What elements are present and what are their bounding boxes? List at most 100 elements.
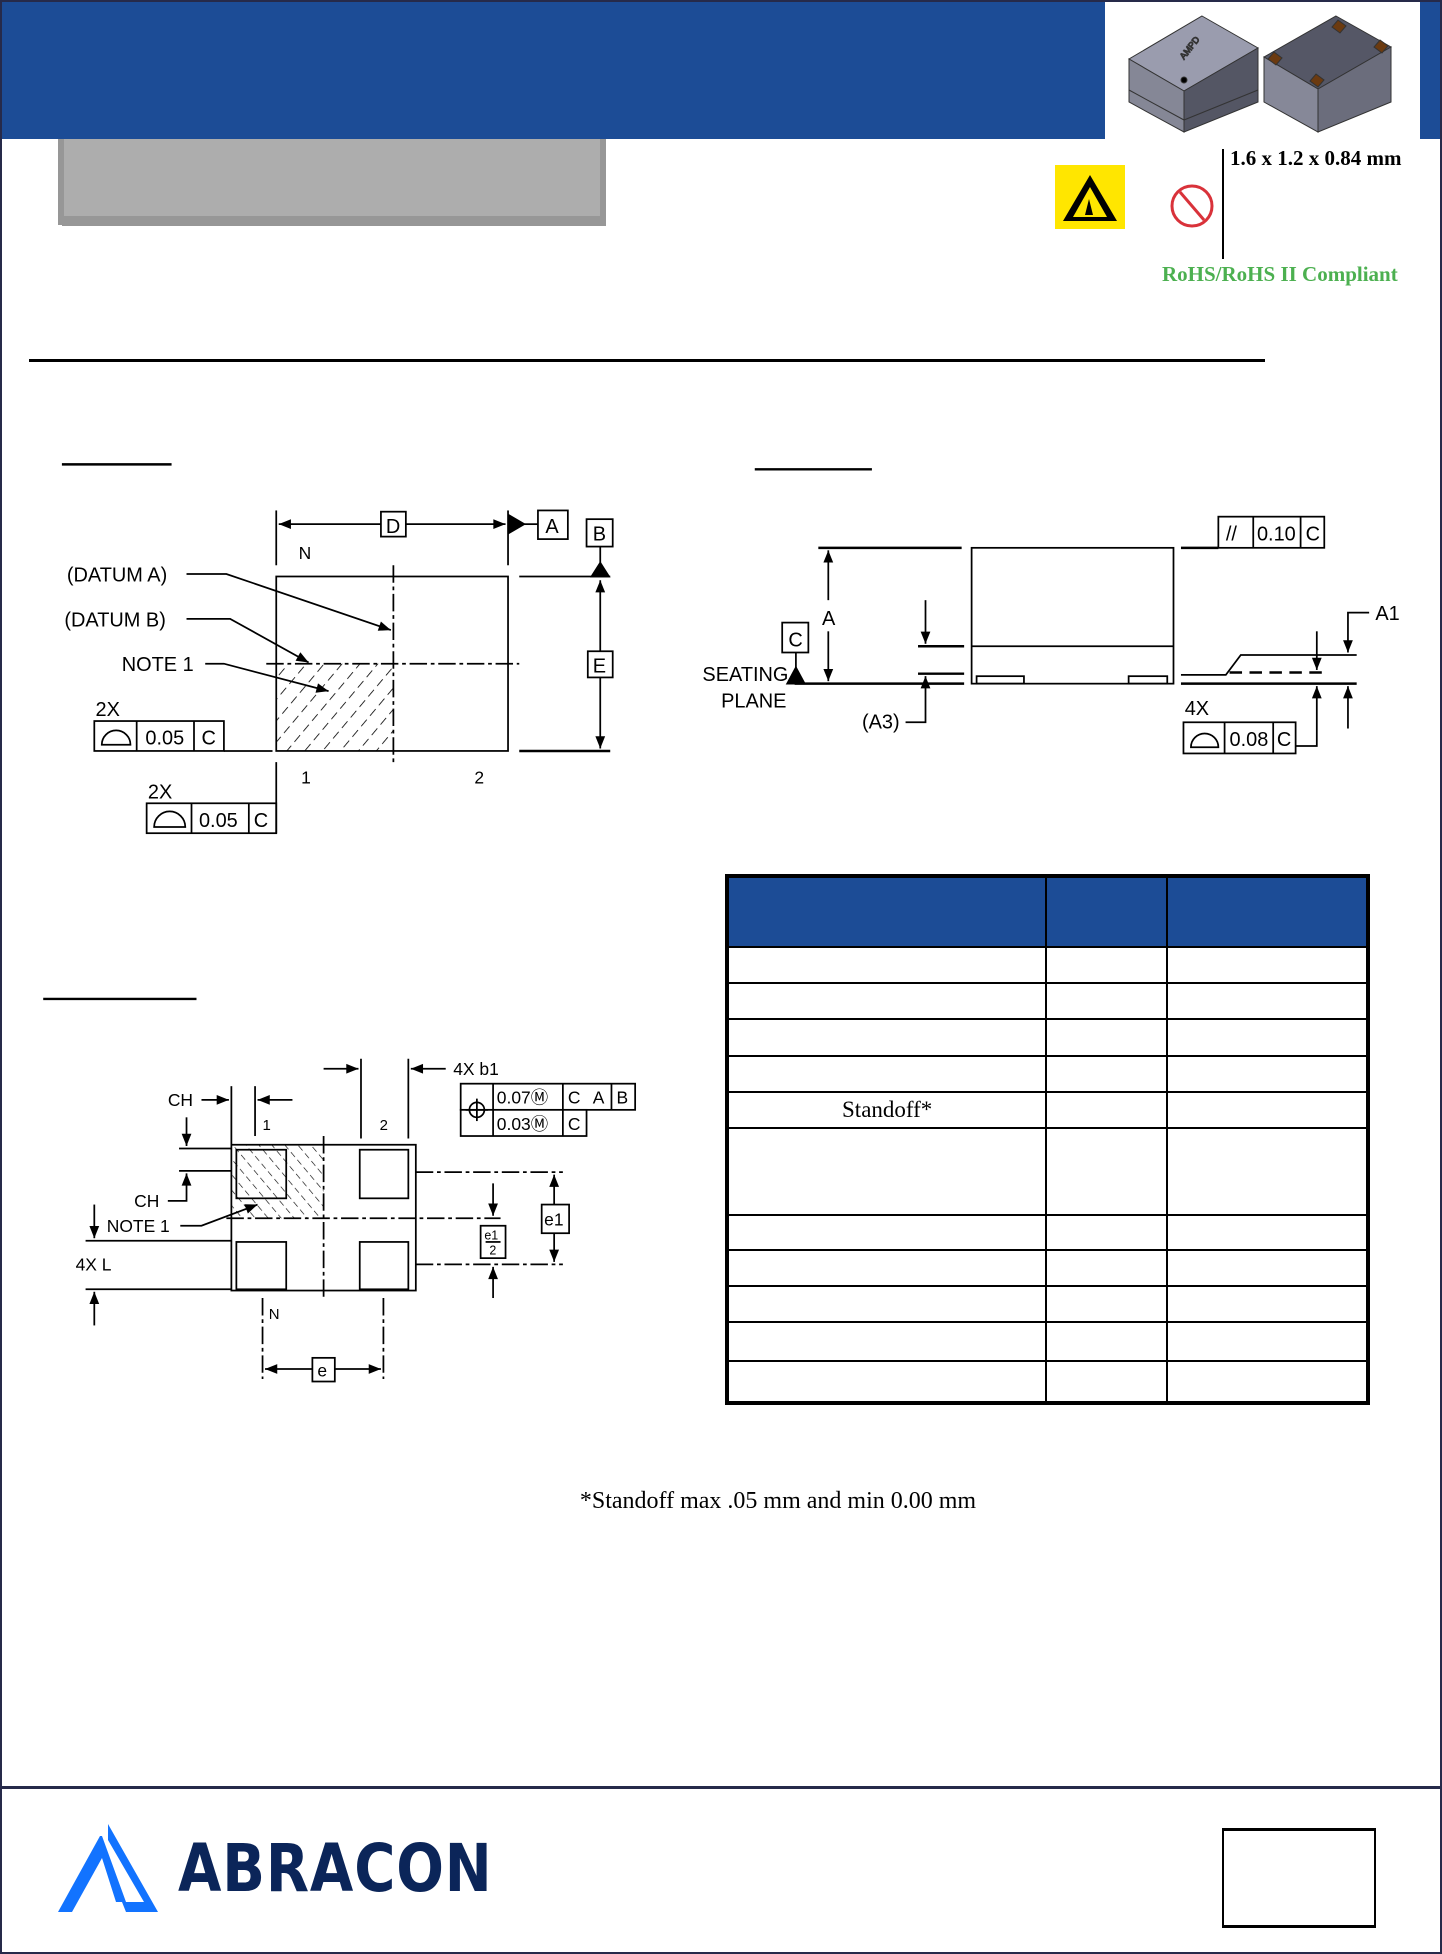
table-cell: Standoff* [725, 1091, 1048, 1129]
table-row [725, 1214, 1369, 1251]
dim-e1-half-num: e1 [484, 1228, 498, 1242]
table-header-cell [725, 875, 1048, 948]
table-cell [1045, 1127, 1169, 1216]
table-cell [1045, 1018, 1169, 1057]
table-row [725, 1018, 1369, 1057]
fcf2-count: 2X [148, 781, 172, 803]
n-bottom-label: N [269, 1306, 280, 1323]
table-cell [1166, 1127, 1369, 1216]
pos-datum-2c: C [568, 1114, 581, 1134]
table-cell [725, 1214, 1048, 1251]
pos-tol-2: 0.03Ⓜ [497, 1114, 548, 1134]
fcf1-datum: C [201, 728, 215, 750]
pad2-label: 2 [380, 1117, 388, 1134]
bottom-view [85, 1058, 637, 1383]
table-cell [725, 1285, 1048, 1323]
table-row [725, 982, 1369, 1020]
dim-d-label: D [386, 516, 400, 538]
pin1-label: 1 [301, 767, 311, 787]
ch-top-label: CH [168, 1090, 193, 1110]
datum-b-box: B [593, 523, 606, 545]
table-cell [1166, 946, 1369, 984]
pin2-label: 2 [474, 767, 484, 787]
table-cell [725, 1018, 1048, 1057]
section-rule [29, 359, 1265, 362]
header-banner-strip [1420, 2, 1440, 139]
fcf2-datum: C [254, 810, 268, 832]
seating-label: SEATING [702, 664, 788, 686]
ch-left-label: CH [134, 1191, 159, 1211]
table-cell [725, 1127, 1048, 1216]
table-row [725, 1285, 1369, 1323]
table-cell [725, 946, 1048, 984]
plane-label: PLANE [721, 690, 786, 712]
rohs-compliance: RoHS/RoHS II Compliant [1162, 262, 1398, 286]
standoff-footnote: *Standoff max .05 mm and min 0.00 mm [579, 1488, 977, 1514]
table-cell [1045, 1321, 1169, 1362]
table-row-standoff: Standoff* [725, 1091, 1369, 1129]
table-cell [1166, 982, 1369, 1020]
dim-e-label: E [593, 655, 606, 677]
coplanarity-tol: 0.08 [1230, 729, 1269, 751]
dim-e-pitch-label: e [317, 1361, 327, 1381]
parallel-symbol: // [1226, 523, 1238, 545]
coplanarity-datum: C [1277, 729, 1291, 751]
pos-tol-1: 0.07Ⓜ [497, 1088, 548, 1108]
title-box-shadow [62, 216, 606, 226]
datum-a-label: (DATUM A) [67, 564, 167, 586]
top-view [93, 509, 614, 835]
dim-a-label: A [822, 608, 836, 630]
table-cell [1045, 1249, 1169, 1287]
pos-datum-1b: B [616, 1088, 628, 1108]
table-cell [1045, 1091, 1169, 1129]
fcf1-count: 2X [96, 699, 120, 721]
table-cell [1045, 946, 1169, 984]
page-number-box [1222, 1828, 1376, 1928]
abracon-logo-icon [58, 1824, 158, 1912]
table-header-cell [1045, 875, 1169, 948]
table-cell [725, 1249, 1048, 1287]
dim-l-label: 4X L [76, 1255, 112, 1275]
pos-datum-1c: C [568, 1088, 581, 1108]
note1-bottom-label: NOTE 1 [107, 1216, 170, 1236]
product-image: AMPD [1128, 15, 1393, 133]
table-cell [1166, 1091, 1369, 1129]
package-dimensions: 1.6 x 1.2 x 0.84 mm [1230, 146, 1402, 170]
package-bottom-render [1263, 15, 1393, 133]
fcf2-tol: 0.05 [199, 810, 238, 832]
table-cell [1045, 1055, 1169, 1093]
coplanarity-count: 4X [1185, 698, 1209, 720]
dimensions-table: Standoff* [725, 874, 1370, 1405]
note1-label: NOTE 1 [122, 654, 194, 676]
table-cell [725, 1321, 1048, 1362]
abracon-logo-text: ABRACON [178, 1830, 493, 1907]
header-divider [1222, 149, 1224, 259]
footer-rule [2, 1786, 1440, 1789]
table-header-cell [1166, 875, 1369, 948]
table-row [725, 1249, 1369, 1287]
n-label: N [299, 543, 312, 563]
esd-warning-icon [1055, 165, 1125, 229]
table-row [725, 1360, 1369, 1404]
table-cell [725, 1360, 1048, 1404]
datum-a-box: A [545, 516, 559, 538]
dim-a1-label: A1 [1375, 603, 1399, 625]
table-cell [1166, 1055, 1369, 1093]
pos-datum-1a: A [593, 1088, 605, 1108]
table-header-row [725, 875, 1369, 948]
dim-b1-label: 4X b1 [453, 1059, 499, 1079]
table-cell [725, 1055, 1048, 1093]
table-cell [1045, 1214, 1169, 1251]
datum-b-label: (DATUM B) [64, 609, 165, 631]
table-row [725, 1127, 1369, 1216]
dim-e1-half-den: 2 [489, 1243, 496, 1257]
fcf1-tol: 0.05 [145, 728, 184, 750]
parallel-tol: 0.10 [1257, 523, 1296, 545]
table-cell [1166, 1360, 1369, 1404]
package-top-render: AMPD [1128, 15, 1260, 133]
table-cell [1166, 1018, 1369, 1057]
table-cell [1045, 1360, 1169, 1404]
side-view [781, 515, 1370, 755]
table-cell [1045, 1285, 1169, 1323]
